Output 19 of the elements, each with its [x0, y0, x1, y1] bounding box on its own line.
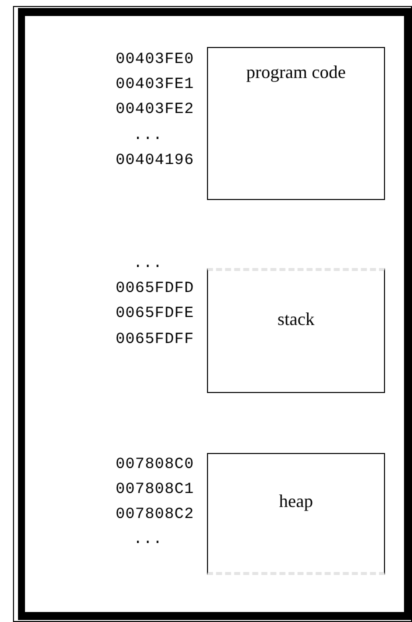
memory-address: 0065FDFF — [116, 330, 194, 348]
segment-name: stack — [276, 309, 316, 330]
memory-address: 0065FDFE — [116, 304, 194, 322]
memory-address: 00404196 — [116, 151, 194, 169]
memory-segment-box — [207, 453, 385, 575]
memory-address: 007808C2 — [116, 505, 194, 523]
segment-name: program code — [245, 62, 347, 83]
ellipsis: ... — [132, 126, 164, 144]
ellipsis: ... — [132, 530, 164, 548]
memory-address: 0065FDFD — [116, 279, 194, 297]
memory-address: 00403FE2 — [116, 100, 194, 118]
segment-name: heap — [278, 491, 314, 512]
ellipsis: ... — [132, 254, 164, 272]
memory-address: 007808C1 — [116, 480, 194, 498]
memory-segment-box — [207, 47, 385, 200]
memory-address: 00403FE1 — [116, 75, 194, 93]
memory-address: 007808C0 — [116, 455, 194, 473]
memory-address: 00403FE0 — [116, 50, 194, 68]
memory-segment-box — [207, 268, 385, 393]
